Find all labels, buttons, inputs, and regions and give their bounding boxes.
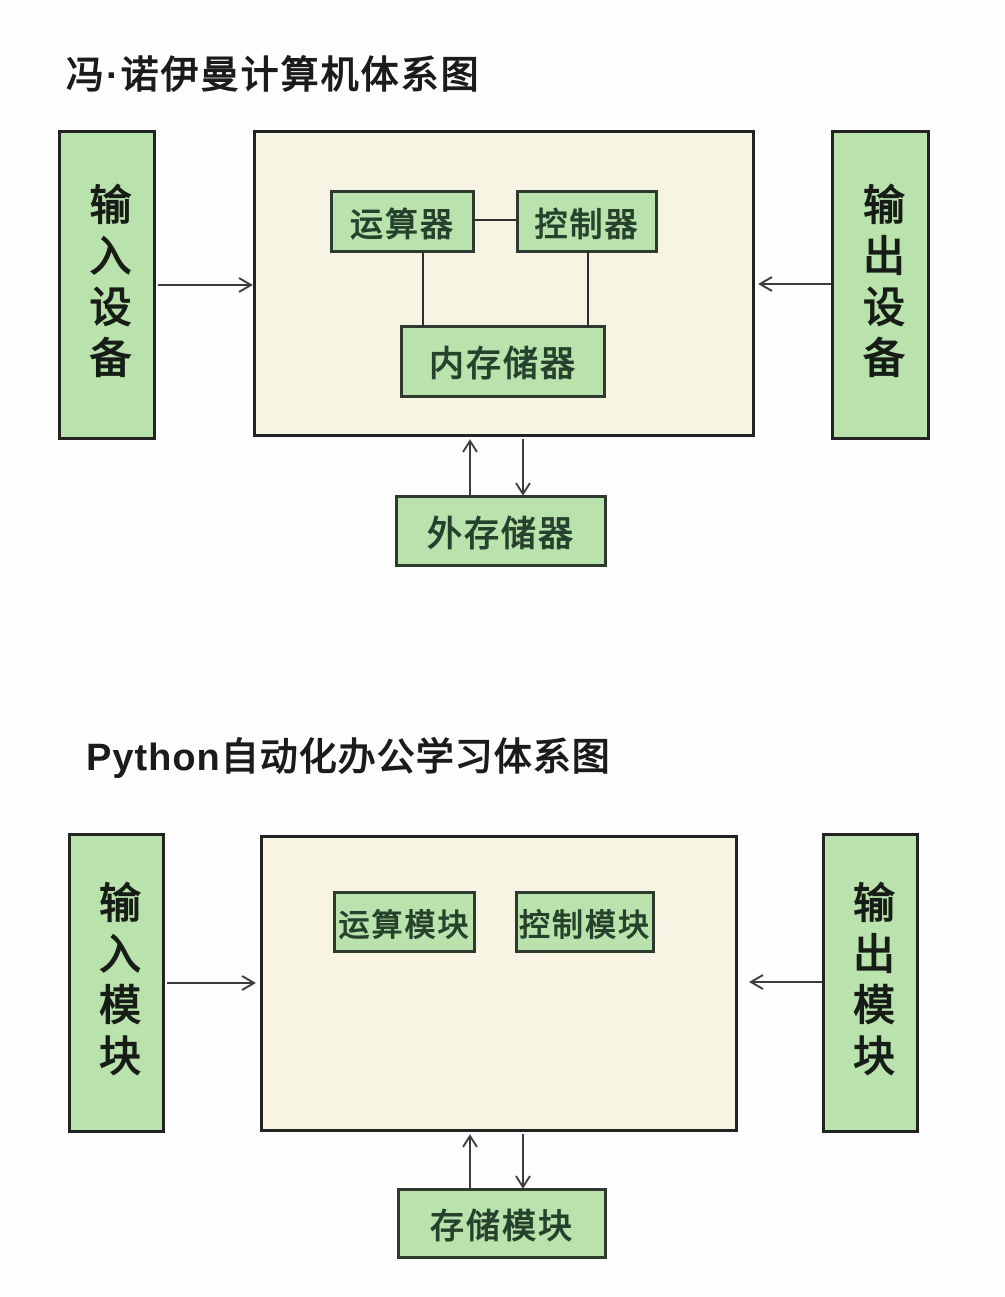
diagram1-cpu-box: 运算器 控制器 内存储器: [253, 130, 755, 437]
arrow-cpu-to-external-storage: [514, 439, 532, 496]
arrow-input-module-to-core: [167, 974, 257, 992]
diagram1-memory-label: 内存储器: [428, 345, 577, 384]
diagram2-input-module-label: 输入模块: [93, 881, 141, 1085]
diagram1-control-label: 控制器: [534, 205, 640, 243]
arrow-external-storage-to-cpu: [461, 439, 479, 496]
diagram2-output-module-label: 输出模块: [847, 881, 895, 1085]
diagram2-input-module-box: 输入模块: [68, 833, 165, 1133]
diagram1-output-device-box: 输出设备: [831, 130, 930, 440]
connector-alu-control: [475, 219, 516, 221]
arrow-storage-to-core: [461, 1134, 479, 1189]
diagram2-compute-module-box: 运算模块: [333, 891, 476, 953]
diagram1-control-box: 控制器: [516, 190, 658, 253]
arrow-core-to-storage: [514, 1134, 532, 1189]
diagram2-control-module-label: 控制模块: [519, 907, 651, 943]
arrow-output-module-to-core: [748, 973, 824, 991]
connector-alu-memory: [422, 253, 424, 325]
diagram1-alu-label: 运算器: [350, 205, 455, 243]
diagram1-external-storage-label: 外存储器: [426, 514, 575, 554]
arrow-output-to-cpu: [757, 275, 833, 293]
connector-control-memory: [587, 251, 589, 325]
diagram1-output-device-label: 输出设备: [857, 183, 905, 387]
diagram1-external-storage-box: 外存储器: [395, 495, 607, 567]
diagram1-title: 冯·诺伊曼计算机体系图: [66, 55, 481, 97]
diagram2-title: Python自动化办公学习体系图: [86, 737, 611, 779]
diagram2-core-box: 运算模块 控制模块: [260, 835, 738, 1132]
diagram2-storage-module-label: 存储模块: [430, 1208, 574, 1246]
arrow-input-to-cpu: [158, 276, 254, 294]
diagram1-alu-box: 运算器: [330, 190, 475, 253]
diagram2-output-module-box: 输出模块: [822, 833, 919, 1133]
diagram1-input-device-label: 输入设备: [84, 183, 131, 387]
diagram1-memory-box: 内存储器: [400, 325, 606, 398]
diagram2-compute-module-label: 运算模块: [338, 907, 471, 943]
diagram2-control-module-box: 控制模块: [515, 891, 655, 953]
diagram1-input-device-box: 输入设备: [58, 130, 156, 440]
diagram2-storage-module-box: 存储模块: [397, 1188, 607, 1259]
